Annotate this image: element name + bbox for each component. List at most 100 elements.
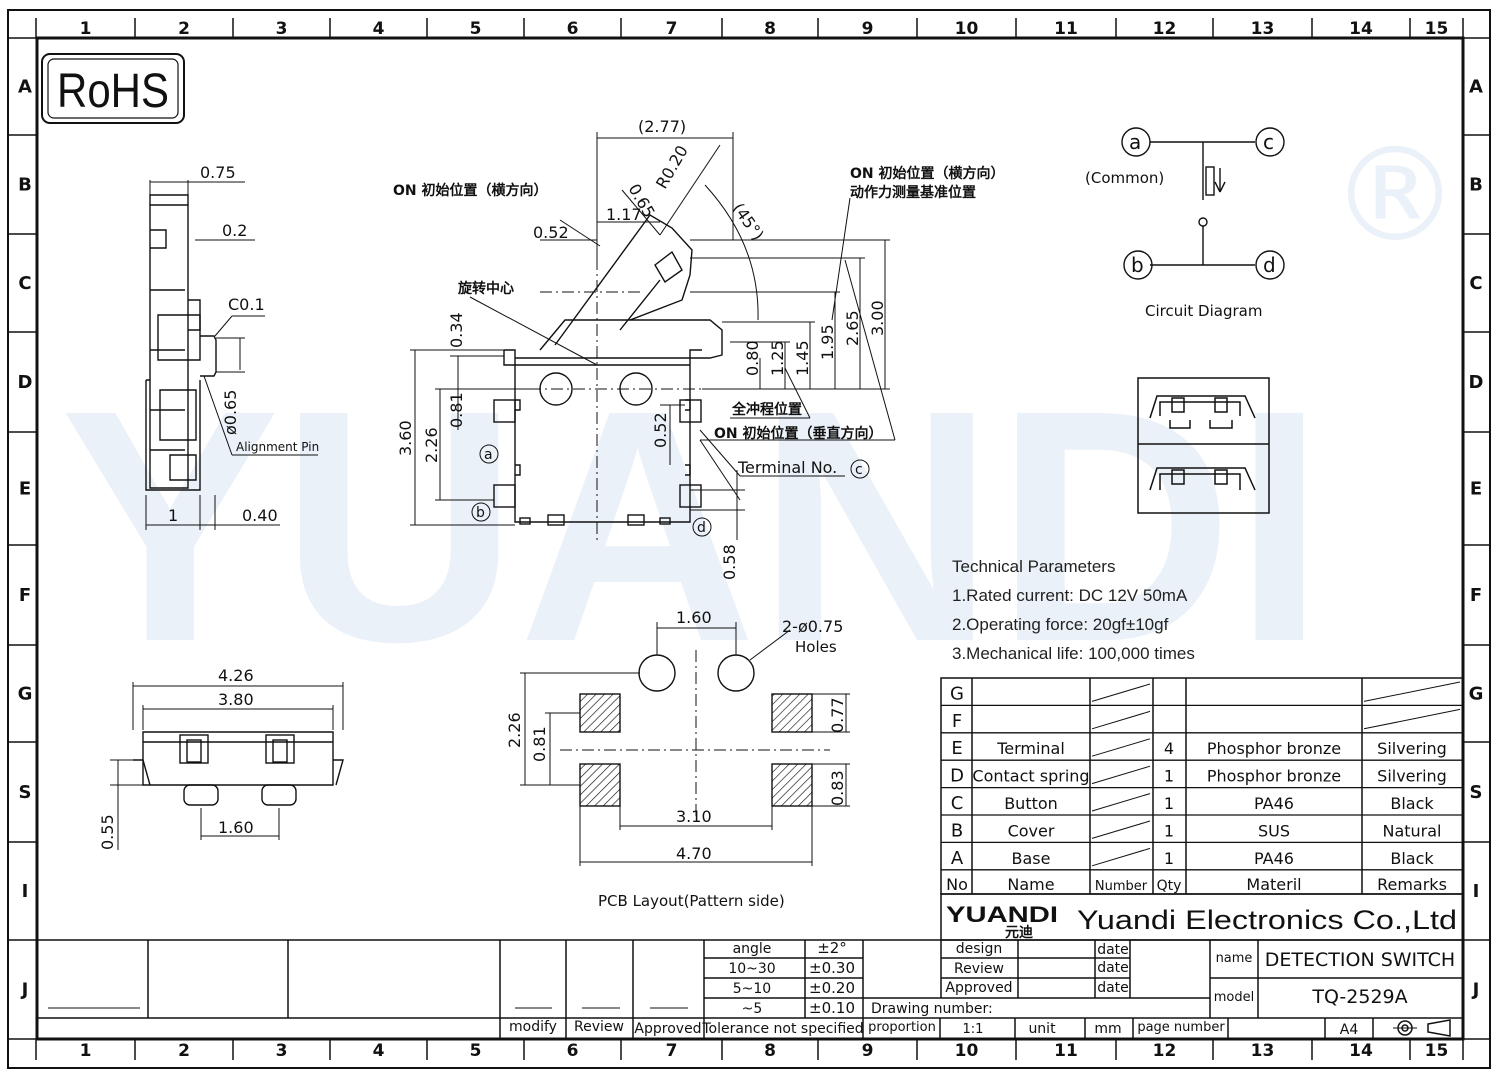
svg-text:(2.77): (2.77) [638,117,686,136]
frame-row-label: C [1469,273,1482,294]
svg-text:Alignment Pin: Alignment Pin [236,440,319,454]
frame-row-label: D [1469,372,1484,393]
unit-label: unit [1028,1021,1056,1037]
bom-cell-material: Phosphor bronze [1207,767,1341,786]
bom-cell-no: C [951,793,964,814]
svg-text:ø0.65: ø0.65 [221,390,240,435]
bom-cell-name: Terminal [996,739,1065,758]
tech-param-item: 3.Mechanical life: 100,000 times [952,644,1195,663]
frame-labels: 1122334455667788991010111112121313141415… [18,19,1484,1061]
circuit-node-a: a [1129,130,1141,154]
front-view [485,214,723,540]
circuit-node-c: c [1263,130,1274,154]
bottom-view [110,682,344,850]
side-view-dims: 0.75 0.2 C0.1 ø0.65 1 0.40 Alignment Pin [168,163,319,525]
bom-cell-no: A [951,848,964,869]
circuit-caption: Circuit Diagram [1145,302,1262,320]
frame-column-label: 3 [276,1041,288,1061]
frame-row-label: E [19,479,31,500]
frame-column-label: 9 [862,19,874,39]
frame-row-label: F [1470,585,1482,606]
svg-text:a: a [484,447,493,463]
svg-text:3.80: 3.80 [218,690,254,709]
svg-text:1: 1 [168,506,178,525]
model-value: TQ-2529A [1311,986,1407,1008]
tech-params-title: Technical Parameters [952,557,1116,576]
paper-size: A4 [1340,1022,1359,1038]
circuit-node-b: b [1131,253,1144,277]
bom-cell-remarks: Silvering [1377,767,1447,786]
frame-column-label: 14 [1349,19,1373,39]
svg-text:全冲程位置: 全冲程位置 [731,401,802,418]
bom-header-qty: Qty [1157,878,1182,894]
frame-column-label: 13 [1251,1041,1275,1061]
svg-text:0.52: 0.52 [651,412,670,448]
svg-text:1.60: 1.60 [218,818,254,837]
svg-text:4.70: 4.70 [676,844,712,863]
company-name: Yuandi Electronics Co.,Ltd [1077,905,1457,935]
frame-row-label: S [19,782,32,803]
frame-row-label: G [1469,684,1484,705]
tolerance-range: 5~10 [733,981,771,997]
date-label: date [1097,980,1129,996]
tolerance-range: 10~30 [728,961,775,977]
bom-cell-remarks: Silvering [1377,739,1447,758]
frame-column-label: 5 [470,1041,482,1061]
bom-cell-name: Cover [1008,821,1055,840]
side-view [145,180,318,530]
frame-column-label: 7 [666,1041,678,1061]
company-logo: YUANDI [946,902,1058,927]
svg-text:0.2: 0.2 [222,221,247,240]
svg-text:1.95: 1.95 [818,324,837,360]
bom-header-no: No [946,875,968,894]
company-block: YUANDI 元迪 Yuandi Electronics Co.,Ltd [940,893,1464,941]
drawing-number-label: Drawing number: [871,1001,993,1017]
svg-text:c: c [855,462,863,478]
frame-column-label: 2 [178,19,190,39]
frame-column-label: 14 [1349,1041,1373,1061]
bom-cell-qty: 1 [1164,794,1174,813]
bom-cell-qty: 1 [1164,767,1174,786]
bom-cell-material: Phosphor bronze [1207,739,1341,758]
svg-text:0.80: 0.80 [743,340,762,376]
svg-text:2.65: 2.65 [843,310,862,346]
frame-row-label: D [18,372,33,393]
title-block-text: angle±2°10~30±0.305~10±0.20~5±0.10Tolera… [509,939,1455,1038]
company-logo-cn: 元迪 [1005,924,1033,941]
svg-text:0.58: 0.58 [720,544,739,580]
pcb-layout [520,622,850,866]
frame-column-label: 1 [80,1041,92,1061]
drawing-frame [7,9,1491,1069]
tech-param-item: 2.Operating force: 20gf±10gf [952,615,1169,634]
bom-cell-material: SUS [1258,821,1290,840]
bom-cell-remarks: Natural [1382,821,1441,840]
page-number-label: page number [1137,1020,1225,1035]
pcb-dims: 1.60 2-ø0.75 Holes 2.26 0.81 0.77 0.83 3… [505,608,847,910]
frame-column-label: 12 [1153,1041,1177,1061]
bom-cell-name: Button [1004,794,1058,813]
frame-column-label: 11 [1054,1041,1078,1061]
svg-text:3.10: 3.10 [676,807,712,826]
svg-text:0.83: 0.83 [828,770,847,806]
frame-column-label: 10 [955,19,979,39]
svg-text:2.26: 2.26 [422,427,441,463]
tech-param-item: 1.Rated current: DC 12V 50mA [952,586,1188,605]
bom-cell-material: PA46 [1254,849,1294,868]
bom-cell-name: Contact spring [972,767,1089,786]
tolerance-range: ~5 [742,1001,763,1017]
frame-column-label: 15 [1425,1041,1449,1061]
package-images [1137,377,1270,514]
bom-cell-remarks: Black [1390,794,1434,813]
frame-column-label: 1 [80,19,92,39]
svg-text:旋转中心: 旋转中心 [457,280,514,297]
frame-column-label: 6 [567,19,579,39]
svg-text:C0.1: C0.1 [228,295,265,314]
bom-cell-qty: 1 [1164,821,1174,840]
svg-text:0.40: 0.40 [242,506,278,525]
frame-row-label: J [1471,980,1480,1001]
svg-text:0.81: 0.81 [530,726,549,762]
frame-row-label: C [18,273,31,294]
title-block [37,939,1463,1039]
frame-column-label: 12 [1153,19,1177,39]
